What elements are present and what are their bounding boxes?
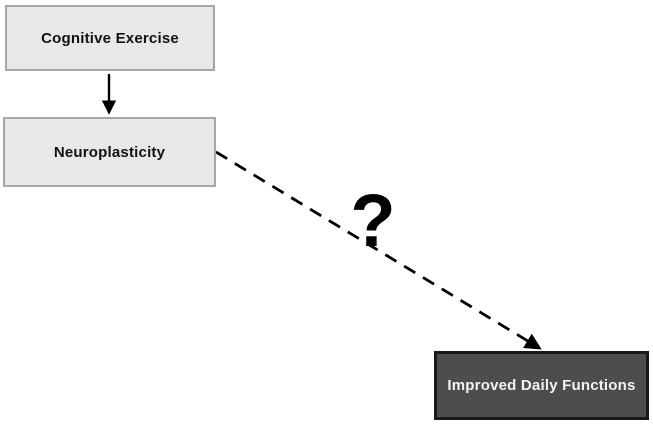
node-improved-daily-functions: Improved Daily Functions (434, 351, 649, 420)
edge-question-label: ? (350, 179, 396, 262)
node-improved-daily-functions-label: Improved Daily Functions (447, 377, 636, 394)
node-cognitive-exercise: Cognitive Exercise (5, 5, 215, 71)
node-neuroplasticity-label: Neuroplasticity (53, 143, 166, 161)
node-cognitive-exercise-label: Cognitive Exercise (41, 29, 179, 47)
node-neuroplasticity: Neuroplasticity (3, 117, 216, 187)
